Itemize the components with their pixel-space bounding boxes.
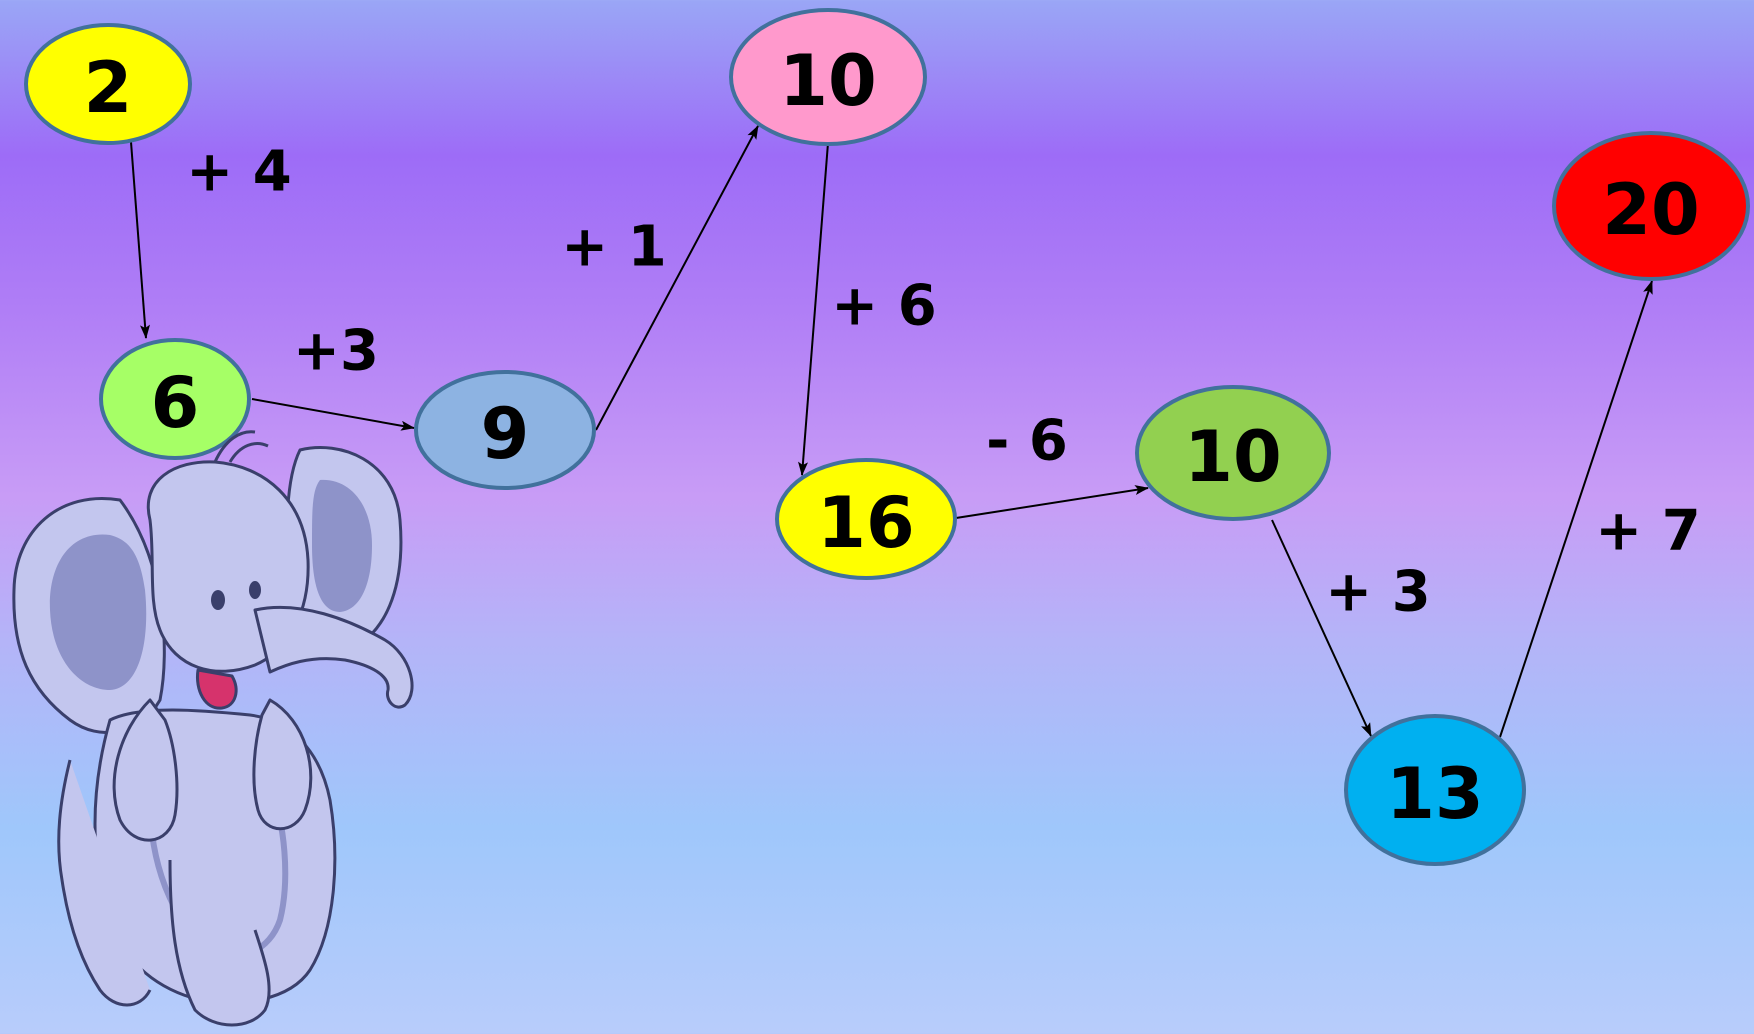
node-shape (24, 23, 192, 145)
node-value: 20 (1602, 169, 1699, 251)
node-6: 6 (99, 338, 251, 460)
node-shape (1135, 385, 1331, 521)
node-10-top: 10 (729, 8, 927, 146)
arrow-10-to-13 (1271, 519, 1372, 737)
node-10-mid: 10 (1135, 385, 1331, 521)
arrow-9-to-10 (595, 125, 759, 431)
arrow-6-to-9 (251, 398, 415, 431)
node-20: 20 (1552, 131, 1750, 281)
node-value: 9 (481, 393, 530, 475)
node-shape (1344, 714, 1526, 866)
node-16: 16 (775, 458, 957, 580)
node-shape (1552, 131, 1750, 281)
arrow-13-to-20 (1499, 280, 1653, 738)
op-label: + 1 (561, 215, 666, 280)
elephant-icon (12, 430, 414, 1027)
edges (130, 125, 1653, 738)
node-shape (729, 8, 927, 146)
op-label: +3 (293, 319, 379, 384)
node-value: 6 (151, 362, 200, 444)
operation-labels: + 4 +3 + 1 + 6 - 6 + 3 + 7 (186, 140, 1700, 625)
op-label: - 6 (986, 409, 1068, 474)
node-2: 2 (24, 23, 192, 145)
node-value: 10 (779, 40, 876, 122)
node-shape (99, 338, 251, 460)
node-shape (414, 370, 596, 490)
op-label: + 6 (831, 274, 936, 339)
node-13: 13 (1344, 714, 1526, 866)
node-value: 10 (1184, 416, 1281, 498)
arrow-16-to-10 (955, 485, 1149, 519)
node-9: 9 (414, 370, 596, 490)
node-value: 2 (84, 47, 133, 129)
op-label: + 4 (186, 140, 291, 205)
arrow-2-to-6 (130, 141, 150, 339)
nodes: 2 6 9 10 16 10 13 20 (24, 8, 1750, 866)
node-shape (775, 458, 957, 580)
node-value: 16 (817, 482, 914, 564)
node-value: 13 (1386, 753, 1483, 835)
op-label: + 7 (1595, 499, 1700, 564)
arrow-10-to-16 (798, 142, 829, 476)
op-label: + 3 (1325, 560, 1430, 625)
